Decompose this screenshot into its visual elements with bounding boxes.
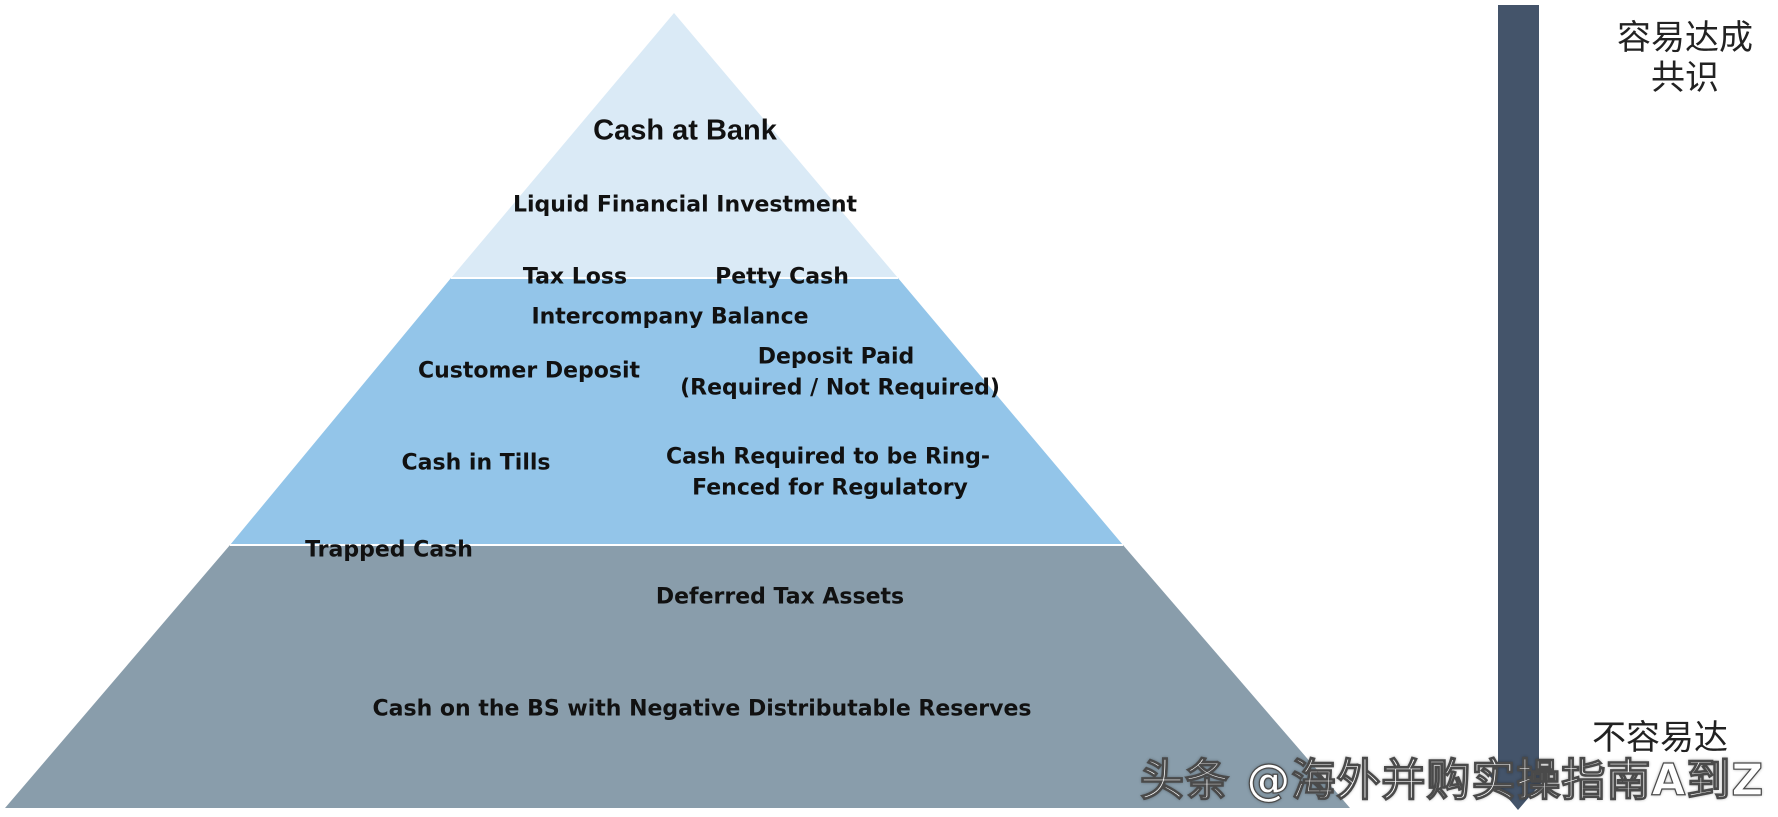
- watermark-text: 头条 @海外并购实操指南A到Z: [1139, 754, 1765, 806]
- item-liquid-financial-investment: Liquid Financial Investment: [512, 192, 858, 218]
- item-deposit-paid-line1: Deposit Paid: [757, 344, 915, 370]
- item-customer-deposit: Customer Deposit: [417, 358, 641, 384]
- item-deposit-paid-line2: (Required / Not Required): [680, 375, 1000, 401]
- item-intercompany-balance: Intercompany Balance: [531, 304, 809, 330]
- pyramid-tier-top: [451, 13, 898, 278]
- item-cash-ring-fenced-line1: Cash Required to be Ring-: [665, 444, 991, 470]
- item-trapped-cash: Trapped Cash: [305, 537, 473, 563]
- pyramid-top-label: Cash at Bank: [593, 114, 777, 147]
- item-cash-in-tills: Cash in Tills: [401, 450, 551, 476]
- item-deferred-tax-assets: Deferred Tax Assets: [655, 584, 905, 610]
- scale-top-label-line2: 共识: [1651, 58, 1719, 98]
- item-cash-ring-fenced-line2: Fenced for Regulatory: [692, 475, 968, 501]
- scale-top-label-line1: 容易达成: [1617, 18, 1753, 58]
- scale-bottom-label: 不容易达: [1592, 718, 1728, 758]
- item-cash-negative-reserves: Cash on the BS with Negative Distributab…: [372, 696, 1032, 722]
- item-tax-loss: Tax Loss: [522, 264, 628, 290]
- pyramid-tier-middle: [230, 278, 1123, 545]
- consensus-arrow: [1488, 5, 1549, 810]
- item-petty-cash: Petty Cash: [715, 264, 849, 290]
- pyramid-tier-bottom: [5, 545, 1350, 808]
